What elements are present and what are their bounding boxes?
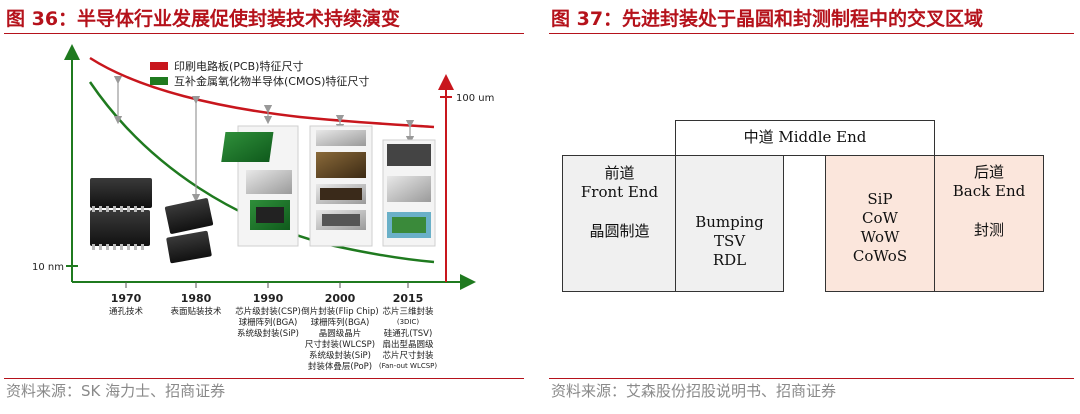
back-end-box: 后道 Back End 封测 xyxy=(934,155,1044,292)
back-end-desc: 封测 xyxy=(973,221,1004,239)
title-divider xyxy=(549,33,1074,34)
footer-divider xyxy=(4,378,524,379)
year-2000: 2000 xyxy=(325,292,356,305)
middle-end-label: 中道 Middle End xyxy=(743,128,867,146)
figure-36-source: 资料来源：SK 海力士、招商证券 xyxy=(6,382,226,400)
pcb-feature-size-curve xyxy=(89,56,435,129)
milestone-2015-item: 扇出型晶圆级 xyxy=(382,339,434,350)
label-10nm: 10 nm xyxy=(32,262,64,273)
figure-37-source: 资料来源：艾森股份招股说明书、招商证券 xyxy=(551,382,837,400)
milestone-2000-item: 球栅阵列(BGA) xyxy=(311,317,370,328)
label-100um: 100 um xyxy=(456,93,494,104)
milestone-2000-item: 尺寸封装(WLCSP) xyxy=(305,339,375,350)
chip-image-1990 xyxy=(221,125,299,247)
front-end-desc: 晶圆制造 xyxy=(589,222,650,240)
milestone-2000-item: 晶圆级晶片 xyxy=(319,328,362,339)
middle-end-right-box: SiP CoW WoW CoWoS xyxy=(825,155,935,292)
milestone-1970-item: 通孔技术 xyxy=(109,306,144,317)
front-end-en: Front End xyxy=(580,183,659,201)
chip-image-1970 xyxy=(90,178,152,250)
year-2015: 2015 xyxy=(393,292,424,305)
x-axis-ticks xyxy=(125,282,409,288)
figure-37-panel: 图 37：先进封装处于晶圆和封测制程中的交叉区域 中道 Middle End 前… xyxy=(545,0,1080,414)
process-rdl: RDL xyxy=(712,251,747,269)
front-end-cn: 前道 xyxy=(604,164,635,182)
back-end-en: Back End xyxy=(952,182,1026,200)
year-1970: 1970 xyxy=(111,292,142,305)
year-1980: 1980 xyxy=(181,292,212,305)
milestone-1980-item: 表面贴装技术 xyxy=(170,306,222,317)
milestone-2015-item: 芯片尺寸封装 xyxy=(382,350,434,361)
figure-36-panel: 图 36：半导体行业发展促使封装技术持续演变 xyxy=(0,0,530,414)
process-wow: WoW xyxy=(860,228,900,246)
packaging-evolution-chart: 100 um 10 nm 印刷电路板(PCB)特征尺寸 互补金属氧化物半导体(C… xyxy=(32,44,494,372)
milestone-1990-item: 系统级封装(SiP) xyxy=(237,328,299,339)
process-sip: SiP xyxy=(867,190,893,208)
legend-swatch-cmos xyxy=(150,77,168,85)
process-tsv: TSV xyxy=(713,232,746,250)
milestone-2000-item: 系统级封装(SiP) xyxy=(309,350,371,361)
chip-image-2000 xyxy=(309,125,373,247)
figure-37-title: 图 37：先进封装处于晶圆和封测制程中的交叉区域 xyxy=(551,8,984,30)
title-divider xyxy=(4,33,524,34)
milestone-2015-item: 硅通孔(TSV) xyxy=(384,328,433,339)
year-1990: 1990 xyxy=(253,292,284,305)
process-bumping: Bumping xyxy=(695,213,764,231)
middle-end-left-box: Bumping TSV RDL xyxy=(675,155,784,292)
legend-label-cmos: 互补金属氧化物半导体(CMOS)特征尺寸 xyxy=(174,74,369,88)
chip-image-1980 xyxy=(164,198,214,264)
footer-divider xyxy=(549,378,1074,379)
chip-image-2015 xyxy=(382,139,436,247)
process-cow: CoW xyxy=(862,209,898,227)
legend-label-pcb: 印刷电路板(PCB)特征尺寸 xyxy=(174,59,303,73)
milestone-2000-item: 倒片封装(Flip Chip) xyxy=(301,306,378,317)
milestone-2000-item: 封装体叠层(PoP) xyxy=(308,361,372,372)
back-end-cn: 后道 xyxy=(973,163,1004,181)
figure-36-title: 图 36：半导体行业发展促使封装技术持续演变 xyxy=(6,8,401,30)
legend-swatch-pcb xyxy=(150,62,168,70)
middle-end-header: 中道 Middle End xyxy=(675,120,935,156)
milestone-2015-item: (Fan-out WLCSP) xyxy=(379,362,438,370)
process-cowos: CoWoS xyxy=(852,247,908,265)
milestone-2015-item: (3DIC) xyxy=(397,318,420,326)
milestone-1990-item: 芯片级封装(CSP) xyxy=(235,306,301,317)
milestone-2015-item: 芯片三维封装 xyxy=(382,306,434,317)
milestone-1990-item: 球栅阵列(BGA) xyxy=(239,317,298,328)
front-end-box: 前道 Front End 晶圆制造 xyxy=(562,155,677,292)
